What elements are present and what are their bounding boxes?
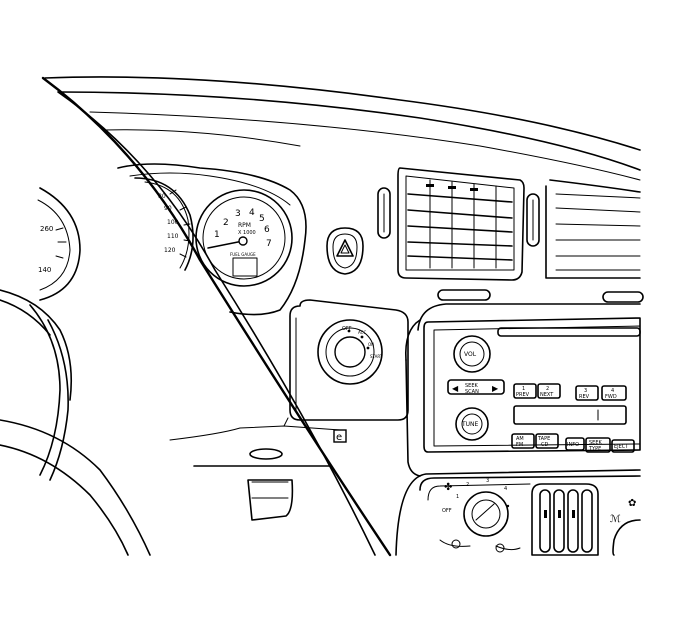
lower-center-vent[interactable]	[531, 483, 599, 556]
fan-speed-knob[interactable]: ✤ OFF 1 2 3 4	[442, 478, 510, 537]
volume-knob[interactable]: VOL	[453, 335, 491, 373]
tach-tick-7: 7	[266, 239, 272, 249]
info-label: INFO	[567, 442, 579, 448]
left-gauge-tick-140: 140	[38, 266, 51, 274]
fan-off-label: OFF	[442, 508, 452, 514]
center-stack	[395, 303, 641, 556]
eject-label: EJECT	[614, 444, 629, 450]
dashboard-outline	[44, 76, 641, 181]
tach-tick-6: 6	[264, 225, 270, 235]
climate-panel: ✤ OFF 1 2 3 4 ℳ ✿	[419, 475, 641, 556]
ignition-key-slot[interactable]	[334, 336, 366, 368]
fm-label: FM	[516, 442, 523, 448]
ignition-panel: OFF ACC ON START	[289, 299, 409, 421]
fan-pos-1: 1	[456, 494, 459, 500]
fan-pos-4: 4	[504, 486, 507, 492]
seek-left-icon: ◀	[452, 384, 459, 393]
right-air-vent[interactable]	[545, 179, 641, 279]
fwd-num: 4	[611, 388, 614, 394]
ignition-pos-start: START	[370, 354, 383, 359]
next-label: NEXT	[540, 392, 554, 398]
eject-button[interactable]: EJECT	[611, 439, 635, 453]
lower-vent-slots	[437, 289, 644, 303]
hood-release-icon: e	[336, 432, 342, 443]
cassette-slot[interactable]	[513, 405, 627, 425]
next-num: 2	[546, 386, 549, 392]
defrost-icon: ℳ	[610, 514, 621, 525]
left-gauge-partial: 260 140	[37, 187, 81, 301]
ignition-pos-acc: ACC	[358, 330, 366, 335]
preset-rev-button[interactable]: 3 REV	[575, 385, 599, 401]
hazard-button[interactable]	[326, 227, 364, 275]
tach-label-x1000: X 1000	[238, 230, 256, 236]
preset-fwd-button[interactable]: 4 FWD	[601, 385, 627, 401]
am-label: AM	[516, 436, 524, 442]
seek-type-top: SEEK	[589, 440, 602, 446]
seek-right-icon: ▶	[492, 384, 499, 393]
speedometer: 80 90 100 110 120	[134, 177, 194, 271]
preset-prev-button[interactable]: 1 PREV	[513, 383, 537, 399]
instrument-cluster	[117, 163, 307, 316]
tach-tick-1: 1	[214, 230, 220, 240]
cd-label: CD	[541, 442, 548, 448]
steering-wheel	[0, 76, 392, 557]
rev-label: REV	[579, 394, 590, 400]
prev-label: PREV	[516, 392, 530, 398]
lower-dash: e	[169, 417, 347, 521]
left-gauge-tick-260: 260	[40, 225, 53, 233]
fwd-label: FWD	[605, 394, 617, 400]
fan-pos-2: 2	[466, 482, 469, 488]
preset-next-button[interactable]: 2 NEXT	[537, 383, 561, 399]
seek-scan-button[interactable]: ◀ SEEK SCAN ▶	[447, 379, 505, 395]
tune-label: TUNE	[461, 421, 479, 428]
tach-tick-3: 3	[235, 209, 241, 219]
fuel-gauge-label: FUEL GAUGE	[230, 252, 256, 257]
vol-label: VOL	[464, 351, 477, 358]
seek-label: SEEK	[465, 383, 478, 389]
seek-type-bottom: TYPE	[588, 446, 601, 452]
speedometer-tick-110: 110	[167, 233, 179, 240]
ignition-pos-off: OFF	[342, 326, 352, 332]
left-slot-vent	[377, 187, 391, 239]
tach-tick-4: 4	[249, 208, 255, 218]
vent-mode-icon: ✿	[628, 498, 636, 509]
rev-num: 3	[584, 388, 587, 394]
tach-label-rpm: RPM	[238, 222, 251, 229]
tape-cd-button[interactable]: TAPE CD	[535, 433, 559, 449]
tach-tick-2: 2	[223, 218, 229, 228]
right-slot-vent	[526, 193, 540, 247]
tape-label: TAPE	[537, 436, 550, 442]
fan-pos-3: 3	[486, 478, 489, 484]
am-fm-button[interactable]: AM FM	[511, 433, 535, 449]
tachometer: 1 2 3 4 5 6 7 RPM X 1000 FUEL GAUGE	[195, 189, 293, 287]
tach-tick-5: 5	[259, 214, 265, 224]
speedometer-tick-80: 80	[158, 193, 166, 200]
info-button[interactable]: INFO	[565, 437, 585, 451]
center-air-vent[interactable]	[397, 167, 525, 281]
hazard-triangle-icon	[336, 239, 354, 257]
scan-label: SCAN	[465, 389, 479, 395]
tune-knob[interactable]: TUNE	[455, 407, 489, 441]
mode-knob[interactable]: ℳ ✿	[610, 498, 641, 556]
prev-num: 1	[522, 386, 525, 392]
radio-unit: VOL ◀ SEEK SCAN ▶ 1 PREV 2 NEXT 3 REV 4 …	[423, 317, 641, 453]
ignition-pos-on: ON	[368, 342, 374, 347]
speedometer-tick-90: 90	[164, 205, 172, 212]
speedometer-tick-120: 120	[164, 247, 176, 254]
fan-icon: ✤	[444, 482, 452, 493]
speedometer-tick-100: 100	[167, 219, 179, 226]
seek-type-button[interactable]: SEEK TYPE	[585, 437, 611, 453]
